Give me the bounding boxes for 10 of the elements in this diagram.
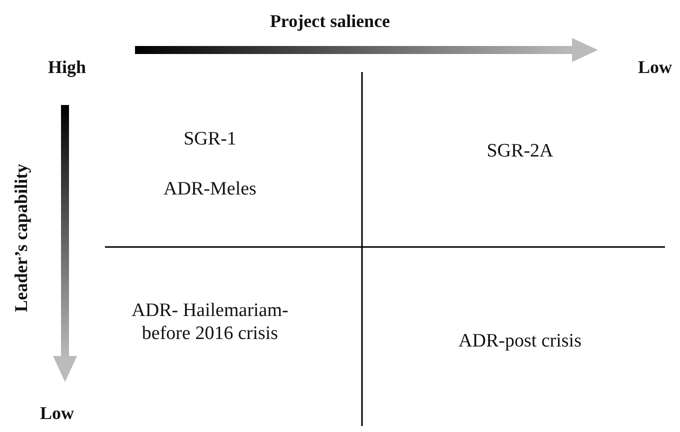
quadrant-label: SGR-2A	[486, 140, 554, 164]
quadrant-label: ADR-Meles	[164, 178, 256, 202]
axis-end-label: High	[48, 57, 86, 79]
quadrant-label: ADR- Hailemariam- before 2016 crisis	[130, 300, 290, 346]
quadrant-label: ADR-post crisis	[458, 330, 582, 354]
axis-title: Leader’s capability	[11, 164, 32, 312]
quadrant-label: SGR-1	[184, 128, 236, 152]
axis-end-label: Low	[40, 403, 74, 425]
axis-end-label: Low	[638, 57, 672, 79]
axis-title: Project salience	[270, 11, 390, 33]
